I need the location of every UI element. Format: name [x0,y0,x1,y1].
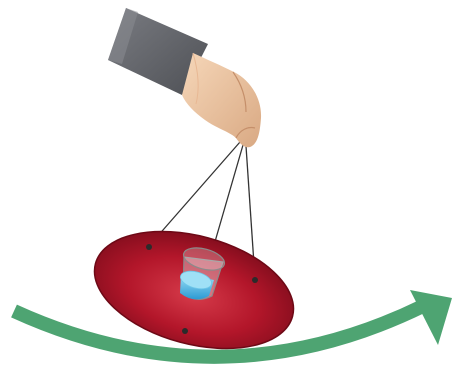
string-anchor-point [146,244,152,250]
string-anchor-point [252,277,258,283]
hand-icon [182,53,261,147]
string-anchor-point [182,328,188,334]
